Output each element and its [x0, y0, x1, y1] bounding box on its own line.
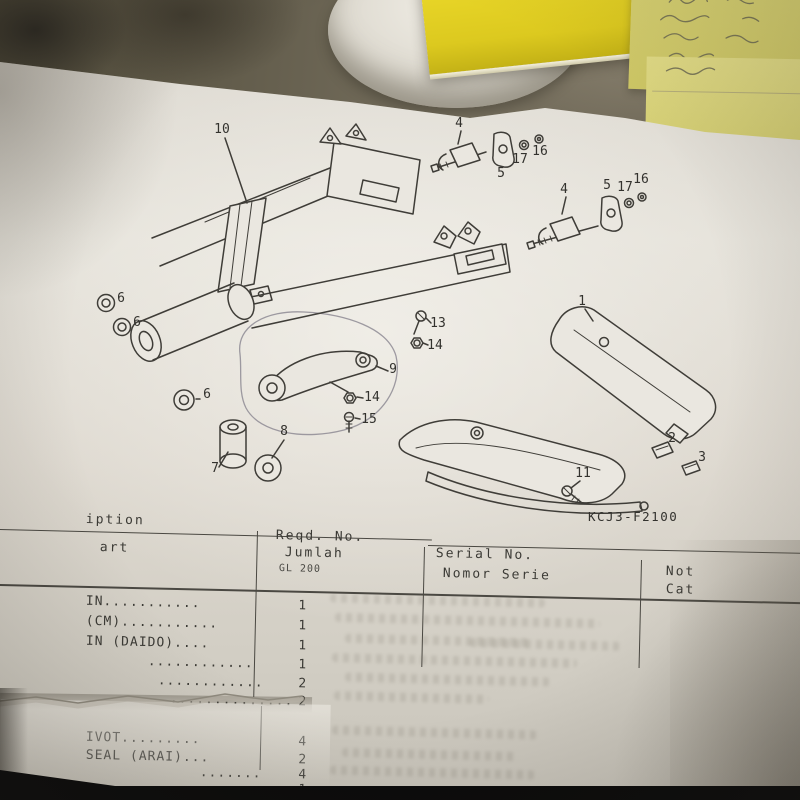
bushing-part	[219, 419, 247, 469]
part-number-label: 1	[578, 294, 586, 309]
part-number-label: 16	[633, 172, 649, 187]
part-name: IN (DAIDO)....	[85, 633, 210, 652]
part-number-label: 16	[532, 144, 548, 159]
sticky-note	[628, 0, 800, 96]
table-line	[421, 547, 425, 667]
part-qty: 2	[298, 676, 308, 692]
part-number-label: 6	[133, 315, 141, 330]
print-through-smudge	[344, 672, 551, 687]
part-number-label: 11	[575, 466, 591, 481]
print-through-smudge	[334, 612, 601, 629]
chain-adjuster-cluster-a	[430, 131, 544, 173]
part-name: ............	[157, 673, 264, 691]
page-fold-shade	[670, 540, 800, 800]
part-number-label: 5	[497, 166, 505, 181]
part-number-label: 6	[203, 387, 211, 402]
part-number-label: 17	[617, 180, 633, 195]
part-number-label: 14	[427, 338, 443, 353]
part-number-label: 4	[455, 116, 463, 131]
part-qty: 1	[298, 657, 308, 673]
diagram-code: KCJ3-F2100	[588, 509, 678, 524]
part-number-label: 17	[512, 152, 528, 167]
part-qty: 1	[298, 618, 308, 634]
handwriting-scribbles	[660, 0, 760, 61]
part-number-label: 2	[668, 431, 676, 446]
small-clip-parts	[651, 441, 701, 476]
chain-adjuster-cluster-b	[526, 192, 647, 250]
pencil-circle-mark	[239, 311, 398, 436]
header-description: iption	[85, 512, 145, 529]
part-qty: 1	[298, 598, 308, 614]
corner-shade	[610, 550, 800, 800]
part-name: IN...........	[85, 593, 201, 612]
swingarm-part	[130, 123, 511, 362]
chain-case-part	[550, 306, 717, 444]
header-serial-no: Serial No.	[435, 546, 535, 564]
washer-part	[254, 454, 282, 482]
part-number-label: 5	[603, 178, 611, 193]
part-number-label: 4	[560, 182, 568, 197]
header-nomor-serie: Nomor Serie	[442, 566, 552, 584]
header-reqd-no: Reqd. No.	[275, 528, 365, 546]
part-number-label: 9	[389, 362, 397, 377]
parts-diagram: 10 4 5 17 16 4 5 17 16 1 6 6 6 13 14 9 1…	[96, 116, 717, 524]
print-through-smudge	[469, 638, 621, 651]
part-number-label: 14	[364, 390, 380, 405]
header-gl200: GL 200	[278, 563, 322, 575]
part-number-label: 13	[430, 316, 446, 331]
print-through-smudge	[331, 725, 538, 740]
bolt-part	[561, 485, 583, 504]
chain-tensioner-part	[258, 310, 427, 433]
header-jumlah: Jumlah	[284, 545, 344, 562]
print-through-smudge	[333, 691, 490, 704]
print-through-smudge	[341, 747, 518, 762]
paper-corner-shade	[0, 62, 180, 300]
part-number-label: 10	[214, 122, 230, 137]
part-number-label: 6	[117, 291, 125, 306]
part-number-label: 8	[280, 424, 288, 439]
sticky-note-lower	[645, 56, 800, 144]
part-number-label: 7	[211, 461, 219, 476]
lower-sheet	[0, 699, 331, 789]
collar-parts	[96, 293, 195, 411]
part-name: ............	[147, 654, 254, 672]
header-part: art	[99, 540, 130, 556]
chain-guard-part	[398, 419, 649, 515]
print-through-smudge	[329, 765, 536, 780]
part-qty: 1	[298, 638, 308, 654]
photo-bottom-edge	[0, 786, 800, 800]
part-number-label: 3	[698, 450, 706, 465]
leader-lines	[195, 130, 594, 489]
part-number-label: 15	[361, 412, 377, 427]
print-through-smudge	[331, 653, 578, 668]
handwriting-scribbles	[665, 67, 716, 75]
part-name: (CM)...........	[85, 613, 219, 632]
